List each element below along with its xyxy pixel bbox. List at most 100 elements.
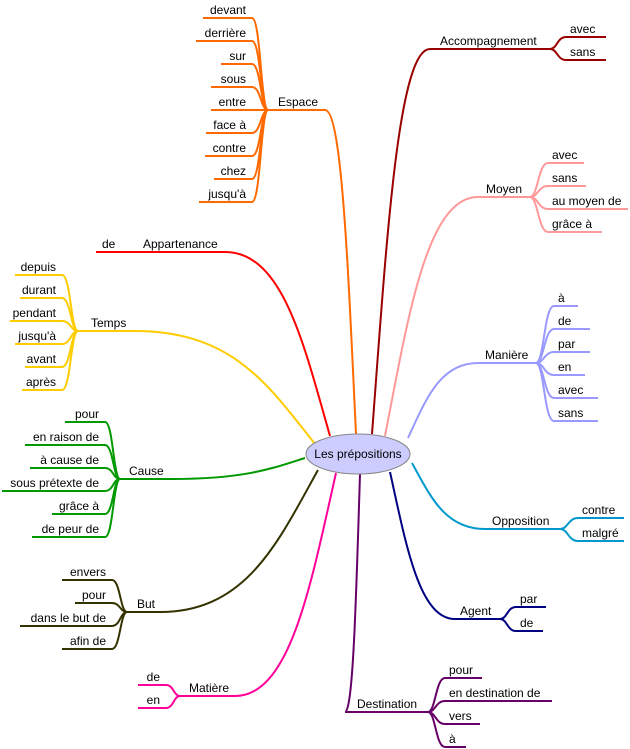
leaf-cause-3[interactable]: sous prétexte de xyxy=(10,476,99,490)
branch-espace: Espace devant derrière sur sous entre face à co… xyxy=(196,3,357,435)
branch-connector xyxy=(171,457,306,480)
branch-temps: Temps depuis durant pendant jusqu'à avant aprè… xyxy=(10,260,316,445)
child-connector xyxy=(535,362,555,422)
leaf-destination-2[interactable]: vers xyxy=(449,709,472,723)
child-connector xyxy=(549,48,567,61)
branch-label-but[interactable]: But xyxy=(137,597,156,611)
leaf-moyen-3[interactable]: grâce à xyxy=(552,217,592,231)
child-connector xyxy=(61,330,79,391)
leaf-destination-0[interactable]: pour xyxy=(449,663,473,677)
child-connector xyxy=(559,517,579,530)
child-connector xyxy=(427,700,446,713)
leaf-maniere-2[interactable]: par xyxy=(558,337,575,351)
leaf-maniere-5[interactable]: sans xyxy=(558,406,583,420)
branch-maniere: Manière à de par en avec sans xyxy=(407,291,598,439)
branch-label-appartenance[interactable]: Appartenance xyxy=(143,237,218,251)
branch-label-moyen[interactable]: Moyen xyxy=(486,182,522,196)
leaf-temps-3[interactable]: jusqu'à xyxy=(17,329,56,343)
branch-label-matiere[interactable]: Matière xyxy=(189,681,229,695)
branch-label-espace[interactable]: Espace xyxy=(278,95,318,109)
leaf-accompagnement-1[interactable]: sans xyxy=(570,45,595,59)
leaf-espace-0[interactable]: devant xyxy=(210,3,247,17)
leaf-matiere-0[interactable]: de xyxy=(147,670,161,684)
leaf-opposition-0[interactable]: contre xyxy=(582,503,616,517)
branch-moyen: Moyen avec sans au moyen de grâce à xyxy=(384,148,628,437)
child-connector xyxy=(165,695,181,709)
branch-label-accompagnement[interactable]: Accompagnement xyxy=(440,34,537,48)
leaf-opposition-1[interactable]: malgré xyxy=(582,526,619,540)
child-connector xyxy=(165,684,181,697)
leaf-temps-0[interactable]: depuis xyxy=(21,260,56,274)
branch-label-destination[interactable]: Destination xyxy=(357,697,417,711)
branch-connector xyxy=(159,469,319,613)
leaf-cause-1[interactable]: en raison de xyxy=(33,430,99,444)
branch-matiere: Matière de en xyxy=(138,472,337,709)
branch-connector xyxy=(344,473,361,713)
leaf-temps-5[interactable]: après xyxy=(26,375,56,389)
leaf-destination-3[interactable]: à xyxy=(449,732,456,746)
leaf-but-2[interactable]: dans le but de xyxy=(31,611,107,625)
branch-agent: Agent par de xyxy=(389,471,546,632)
child-connector xyxy=(111,602,128,613)
leaf-cause-4[interactable]: grâce à xyxy=(59,499,99,513)
leaf-temps-2[interactable]: pendant xyxy=(13,306,57,320)
branch-label-temps[interactable]: Temps xyxy=(91,316,126,330)
leaf-destination-1[interactable]: en destination de xyxy=(449,686,541,700)
branch-connector xyxy=(407,362,479,439)
leaf-espace-5[interactable]: face à xyxy=(213,118,246,132)
leaf-maniere-3[interactable]: en xyxy=(558,360,571,374)
branch-connector xyxy=(384,196,479,437)
child-connector xyxy=(559,528,579,542)
leaf-cause-2[interactable]: à cause de xyxy=(40,453,99,467)
leaf-but-3[interactable]: afin de xyxy=(70,634,106,648)
leaf-maniere-0[interactable]: à xyxy=(558,291,565,305)
leaf-espace-2[interactable]: sur xyxy=(229,49,246,63)
leaf-appartenance-0[interactable]: de xyxy=(102,237,116,251)
branch-connector xyxy=(224,251,331,437)
branch-label-cause[interactable]: Cause xyxy=(129,464,164,478)
leaf-but-1[interactable]: pour xyxy=(82,588,106,602)
branch-connector xyxy=(324,109,357,435)
leaf-cause-5[interactable]: de peur de xyxy=(42,522,100,536)
leaf-moyen-0[interactable]: avec xyxy=(552,148,577,162)
branch-connector xyxy=(234,472,337,697)
leaf-temps-4[interactable]: avant xyxy=(27,352,57,366)
branch-but: But envers pour dans le but de afin de xyxy=(20,469,319,650)
leaf-moyen-2[interactable]: au moyen de xyxy=(552,194,622,208)
child-connector xyxy=(251,109,269,203)
child-connector xyxy=(61,274,79,332)
child-connector xyxy=(499,618,517,632)
central-node-ellipse xyxy=(305,433,411,475)
leaf-matiere-1[interactable]: en xyxy=(147,693,160,707)
child-connector xyxy=(535,305,555,364)
child-connector xyxy=(104,421,121,480)
central-node[interactable]: Les prépositions xyxy=(305,433,411,475)
leaf-espace-7[interactable]: chez xyxy=(221,164,246,178)
leaf-espace-6[interactable]: contre xyxy=(213,141,247,155)
child-connector xyxy=(427,711,446,748)
leaf-agent-0[interactable]: par xyxy=(520,592,537,606)
child-connector xyxy=(111,611,128,650)
central-node-label: Les prépositions xyxy=(314,447,401,461)
leaf-maniere-4[interactable]: avec xyxy=(558,383,583,397)
leaf-cause-0[interactable]: pour xyxy=(75,407,99,421)
leaf-maniere-1[interactable]: de xyxy=(558,314,572,328)
branch-label-agent[interactable]: Agent xyxy=(460,604,492,618)
branch-accompagnement: Accompagnement avec sans xyxy=(371,22,606,435)
branch-cause: Cause pour en raison de à cause de sous prét… xyxy=(2,407,306,538)
leaf-agent-1[interactable]: de xyxy=(520,616,534,630)
branch-label-opposition[interactable]: Opposition xyxy=(492,514,549,528)
leaf-but-0[interactable]: envers xyxy=(70,565,106,579)
leaf-temps-1[interactable]: durant xyxy=(22,283,57,297)
leaf-espace-1[interactable]: derrière xyxy=(205,26,247,40)
leaf-espace-8[interactable]: jusqu'à xyxy=(207,187,246,201)
branch-label-maniere[interactable]: Manière xyxy=(485,348,529,362)
leaf-espace-4[interactable]: entre xyxy=(219,95,247,109)
branch-destination: Destination pour en destination de vers à xyxy=(344,473,552,748)
child-connector xyxy=(529,196,549,233)
leaf-accompagnement-0[interactable]: avec xyxy=(570,22,595,36)
leaf-moyen-1[interactable]: sans xyxy=(552,171,577,185)
child-connector xyxy=(104,478,121,538)
branch-connector xyxy=(411,462,486,530)
leaf-espace-3[interactable]: sous xyxy=(221,72,246,86)
